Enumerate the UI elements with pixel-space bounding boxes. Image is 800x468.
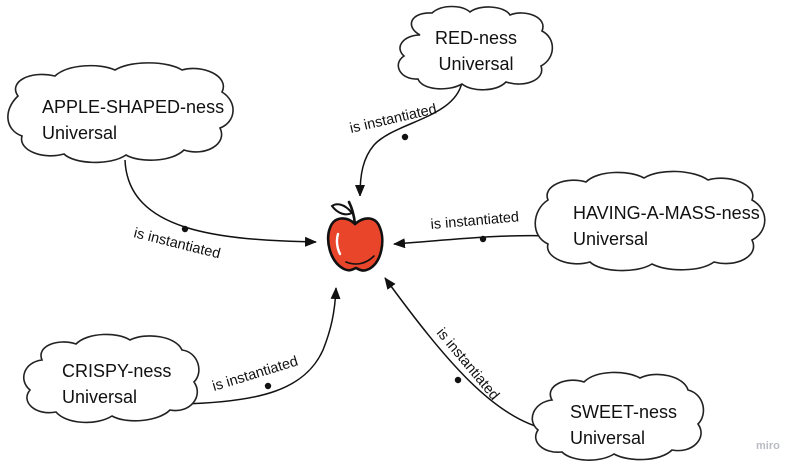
watermark: miro <box>756 440 780 452</box>
cloud-having-a-mass-line2: Universal <box>573 229 648 249</box>
edge-label-sweet: is instantiated <box>433 325 502 403</box>
edge-label-crispy: is instantiated <box>210 354 299 395</box>
cloud-sweet: SWEET-ness Universal <box>531 371 705 461</box>
apple-icon <box>318 196 390 276</box>
edge-label-apple-shaped: is instantiated <box>132 225 222 262</box>
cloud-apple-shaped: APPLE-SHAPED-ness Universal <box>7 62 234 164</box>
edge-red <box>355 81 463 197</box>
cloud-having-a-mass-line1: HAVING-A-MASS-ness <box>573 203 760 223</box>
cloud-sweet-line1: SWEET-ness <box>570 402 677 422</box>
cloud-red-line1: RED-ness <box>435 28 517 48</box>
cloud-red: RED-ness Universal <box>397 5 554 91</box>
edge-crispy <box>181 287 341 405</box>
cloud-crispy: CRISPY-ness Universal <box>22 333 200 424</box>
edge-apple-shaped <box>124 159 317 247</box>
cloud-having-a-mass: HAVING-A-MASS-ness Universal <box>534 170 766 272</box>
cloud-crispy-line1: CRISPY-ness <box>62 361 171 381</box>
cloud-sweet-line2: Universal <box>570 428 645 448</box>
cloud-crispy-line2: Universal <box>62 387 137 407</box>
edge-label-having-a-mass: is instantiated <box>430 209 520 233</box>
edge-sweet <box>384 277 551 431</box>
cloud-red-line2: Universal <box>438 54 513 74</box>
edge-having-a-mass <box>393 234 553 249</box>
cloud-apple-shaped-line2: Universal <box>42 123 117 143</box>
cloud-apple-shaped-line1: APPLE-SHAPED-ness <box>42 97 224 117</box>
